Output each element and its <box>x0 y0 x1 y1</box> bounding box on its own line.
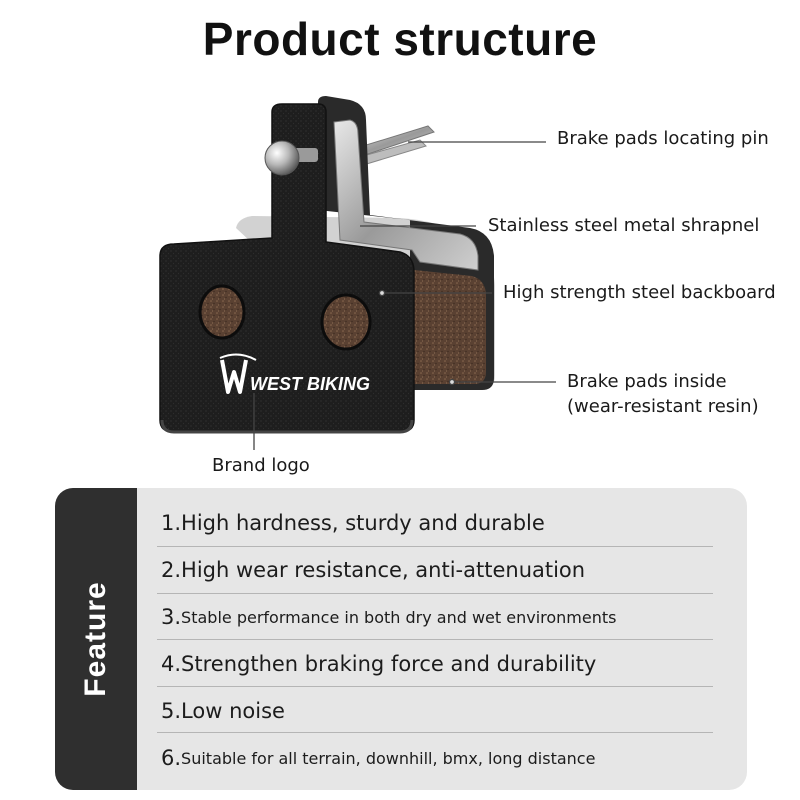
feature-side-tab: Feature <box>55 488 137 790</box>
feature-number: 3. <box>161 605 182 629</box>
label-shrapnel: Stainless steel metal shrapnel <box>488 215 760 236</box>
feature-text: Low noise <box>181 699 285 723</box>
mount-hole-right <box>320 293 372 351</box>
feature-panel: Feature 1.High hardness, sturdy and dura… <box>55 488 747 790</box>
mount-hole-left <box>198 284 246 340</box>
feature-item: 4.Strengthen braking force and durabilit… <box>161 641 713 687</box>
feature-text: Suitable for all terrain, downhill, bmx,… <box>181 748 596 768</box>
feature-divider <box>157 546 713 547</box>
label-pads-inside-sub: (wear-resistant resin) <box>567 396 759 417</box>
feature-item: 2.High wear resistance, anti-attenuation <box>161 547 713 593</box>
feature-item: 3.Stable performance in both dry and wet… <box>161 594 713 640</box>
feature-text: High hardness, sturdy and durable <box>181 511 545 535</box>
feature-item: 5.Low noise <box>161 688 713 734</box>
label-brand-logo: Brand logo <box>212 455 310 476</box>
feature-number: 2. <box>161 558 182 582</box>
label-pads-inside: Brake pads inside <box>567 371 727 392</box>
feature-number: 6. <box>161 746 182 770</box>
feature-divider <box>157 686 713 687</box>
label-locating-pin: Brake pads locating pin <box>557 128 769 149</box>
feature-divider <box>157 732 713 733</box>
dot-pads-inside <box>448 378 456 386</box>
page-title: Product structure <box>202 13 598 65</box>
locating-pin <box>349 125 435 167</box>
brake-pad-illustration: WEST BIKING <box>159 96 556 450</box>
feature-number: 5. <box>161 699 182 723</box>
feature-divider <box>157 593 713 594</box>
feature-item: 6.Suitable for all terrain, downhill, bm… <box>161 735 713 781</box>
feature-divider <box>157 639 713 640</box>
resin-compound <box>414 270 486 384</box>
feature-number: 1. <box>161 511 182 535</box>
feature-text: Stable performance in both dry and wet e… <box>181 607 617 627</box>
feature-list: 1.High hardness, sturdy and durable 2.Hi… <box>137 488 747 790</box>
front-pad-edge <box>160 419 414 434</box>
feature-item: 1.High hardness, sturdy and durable <box>161 500 713 546</box>
bolt-head <box>264 140 318 176</box>
feature-number: 4. <box>161 652 182 676</box>
callout-lines <box>253 141 556 450</box>
brand-logo: WEST BIKING <box>219 353 370 394</box>
steel-shrapnel <box>333 119 479 271</box>
feature-text: Strengthen braking force and durability <box>181 652 597 676</box>
label-backboard: High strength steel backboard <box>503 282 776 303</box>
brand-logo-text: WEST BIKING <box>250 374 370 394</box>
feature-text: High wear resistance, anti-attenuation <box>181 558 586 582</box>
dot-backboard <box>378 289 386 297</box>
feature-side-label: Feature <box>79 581 112 697</box>
